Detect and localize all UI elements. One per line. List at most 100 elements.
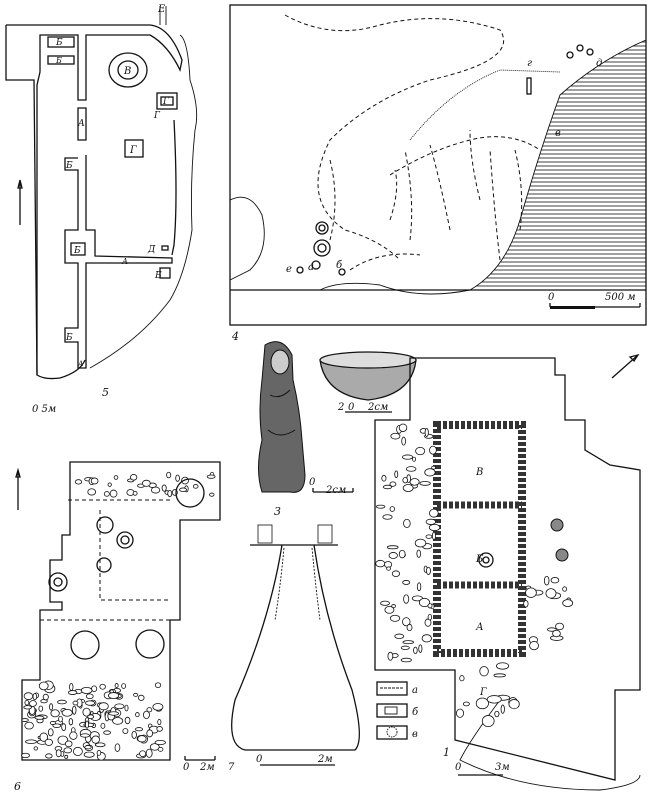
stone bbox=[146, 707, 153, 713]
stone bbox=[134, 727, 144, 732]
stone bbox=[382, 484, 393, 490]
stone bbox=[415, 446, 426, 456]
stone bbox=[38, 705, 44, 712]
stone bbox=[114, 703, 125, 710]
stone bbox=[108, 711, 119, 716]
stone bbox=[493, 673, 506, 678]
stone bbox=[142, 479, 151, 487]
stone bbox=[386, 566, 391, 571]
panel-6-excavation-plan: 0 2м 6 bbox=[14, 461, 221, 793]
stone bbox=[400, 645, 410, 650]
stone bbox=[143, 710, 150, 719]
scale-zero: 0 bbox=[183, 762, 190, 773]
panel-3-figurine: 0 2см 3 bbox=[258, 341, 354, 518]
stone bbox=[400, 657, 412, 663]
stone bbox=[398, 549, 406, 559]
stone bbox=[412, 456, 417, 462]
stone bbox=[209, 492, 215, 497]
stone bbox=[113, 475, 119, 480]
stone bbox=[424, 468, 436, 477]
stone bbox=[500, 704, 505, 714]
label: Б bbox=[65, 333, 73, 343]
stone bbox=[96, 750, 102, 756]
stone bbox=[122, 728, 129, 734]
stone bbox=[32, 693, 38, 701]
stone bbox=[21, 718, 29, 722]
stone bbox=[103, 491, 110, 497]
panel-number: 5 bbox=[102, 386, 109, 399]
stone bbox=[462, 701, 470, 707]
stone bbox=[456, 708, 465, 718]
stone bbox=[84, 745, 92, 750]
stone bbox=[403, 594, 410, 604]
scale-zero: 0 bbox=[309, 477, 316, 488]
stone bbox=[83, 751, 95, 758]
stone bbox=[175, 474, 180, 482]
stone bbox=[414, 538, 427, 548]
stone bbox=[25, 739, 37, 744]
label: А bbox=[77, 119, 85, 129]
stone bbox=[192, 484, 199, 489]
scale-zero: 0 bbox=[548, 292, 555, 303]
stone bbox=[416, 549, 422, 558]
stone bbox=[555, 622, 564, 631]
scale-max: 500 м bbox=[605, 292, 636, 303]
stone bbox=[61, 723, 67, 732]
stone bbox=[390, 432, 401, 440]
stone bbox=[152, 703, 164, 711]
stone bbox=[131, 730, 137, 739]
stone bbox=[85, 693, 94, 700]
stone bbox=[42, 693, 49, 701]
stone bbox=[23, 692, 34, 700]
stone bbox=[114, 743, 121, 752]
stone bbox=[112, 717, 124, 725]
stone bbox=[391, 570, 401, 577]
stone bbox=[429, 508, 439, 518]
stone bbox=[124, 716, 131, 725]
stone bbox=[91, 735, 100, 744]
stone bbox=[61, 708, 73, 717]
panel-number: 3 bbox=[274, 505, 281, 518]
stone bbox=[24, 721, 34, 730]
stone bbox=[481, 715, 495, 728]
stone bbox=[413, 646, 418, 655]
stone bbox=[154, 682, 162, 688]
stone bbox=[72, 705, 77, 715]
label: Е bbox=[157, 4, 166, 15]
legend: а б в bbox=[376, 681, 419, 740]
panel-number: 4 bbox=[231, 330, 239, 343]
stone bbox=[425, 518, 437, 525]
stone bbox=[459, 675, 465, 682]
stone bbox=[69, 731, 78, 740]
stone bbox=[39, 732, 49, 742]
stone bbox=[38, 681, 49, 691]
stone bbox=[496, 662, 510, 670]
stone bbox=[386, 545, 399, 550]
stone bbox=[55, 749, 62, 758]
scale-max: 3м bbox=[495, 762, 510, 773]
stone bbox=[67, 690, 78, 695]
stone bbox=[431, 465, 437, 470]
label: Д bbox=[147, 245, 156, 255]
stone bbox=[166, 471, 172, 479]
stone bbox=[402, 640, 415, 645]
stone bbox=[34, 715, 45, 720]
panel-number: 6 bbox=[14, 780, 21, 793]
stone bbox=[382, 514, 393, 520]
stone bbox=[384, 605, 395, 614]
stone bbox=[421, 634, 432, 643]
stone bbox=[44, 738, 53, 746]
stone bbox=[85, 720, 90, 729]
stone bbox=[381, 474, 387, 482]
stone bbox=[47, 728, 54, 737]
stone bbox=[402, 617, 411, 627]
stone bbox=[419, 481, 431, 486]
stone bbox=[523, 600, 529, 608]
stone bbox=[427, 603, 433, 609]
stone bbox=[149, 743, 160, 751]
stone bbox=[375, 504, 386, 509]
stone bbox=[52, 723, 62, 728]
stone bbox=[545, 588, 557, 599]
stone bbox=[135, 712, 140, 718]
